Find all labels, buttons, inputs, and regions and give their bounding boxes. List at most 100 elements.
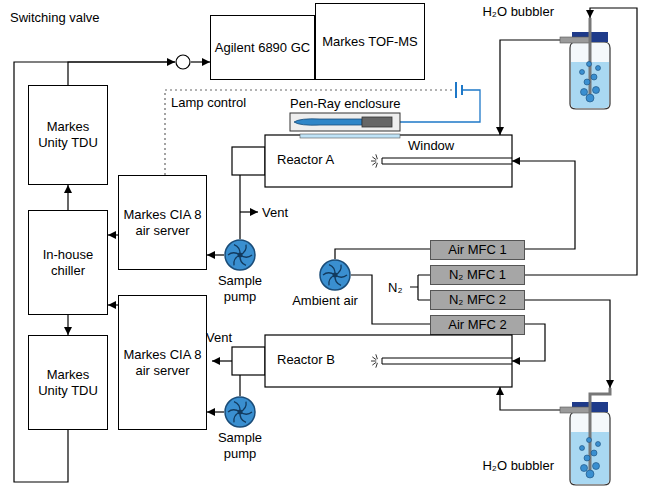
pump-symbol: Sample pump [224,396,256,428]
gas-line [335,249,430,259]
box-label: N₂ MFC 1 [449,267,506,283]
box-label: Markes CIA 8 air server [122,347,203,378]
gas-line [351,275,430,324]
box-label: Markes Unity TDU [32,367,104,398]
nozzle-spray [372,362,376,365]
vent-label: Vent [206,330,232,346]
shape-label: H₂O bubbler [454,458,554,474]
box-label: Markes Unity TDU [32,119,104,150]
lamp-outline [290,113,400,131]
nozzle-spray [376,354,378,359]
water-bubbler: H₂O bubbler [560,388,620,486]
bubble [587,438,592,443]
gas-line [67,185,68,210]
nozzle-spray [372,157,376,160]
pump-hub [333,273,338,278]
gas-line [525,300,610,388]
reactor-body [265,135,512,187]
instrument-box: Agilent 6890 GC [210,15,315,80]
reactor-window [300,134,400,138]
bubble [596,66,601,71]
box-label: Markes TOF-MS [322,34,418,50]
gas-line [500,387,560,410]
flow-controller: N₂ MFC 2 [430,290,525,310]
bubble [584,79,590,85]
lamp-tube [294,119,362,125]
gas-line [67,315,68,335]
nozzle-spray [371,161,376,162]
pump-body [225,240,255,270]
shape-label: Reactor A [277,152,367,168]
outlet-fitting [560,37,590,43]
instrument-box: Markes TOF-MS [315,3,425,80]
bubble [581,465,588,472]
pump-body [225,397,255,427]
pump-hub [238,253,243,258]
inner-tube [382,358,512,364]
pump-hub [238,410,243,415]
nozzle-spray [376,154,378,159]
box-label: N₂ MFC 2 [449,292,506,308]
bubble [580,70,585,75]
reactor-cap [232,147,265,175]
bubble [587,62,592,67]
power-symbol [455,82,457,98]
reactor-outline [232,135,512,187]
outlet-stub [239,375,240,387]
shape-label: Pen-Ray enclosure [290,96,420,112]
shape-label: Switching valve [10,10,170,26]
gas-line [512,161,575,249]
bubble [596,442,601,447]
vent-arrow [212,360,232,361]
nozzle-spray [371,361,376,362]
shape-label: Reactor B [277,352,367,368]
gas-line [525,8,637,275]
box-label: Markes CIA 8 air server [122,207,203,238]
bubble [580,446,585,451]
instrument-box: Markes Unity TDU [28,335,108,430]
pump-outline [224,396,256,428]
gas-line [239,387,240,396]
shape-label: Sample pump [212,430,268,461]
reactor-tube: Reactor A [232,135,512,187]
flow-controller: N₂ MFC 1 [430,265,525,285]
gas-line [108,304,118,305]
valve-outline [175,54,191,70]
shape-label: Sample pump [212,273,268,304]
water [571,432,609,484]
signal-label: Lamp control [171,95,246,111]
reactor-body [265,335,512,387]
flow-controller: Air MFC 2 [430,315,525,335]
inlet-tube [590,388,610,470]
lamp-enclosure: Pen-Ray enclosure [290,113,400,131]
water-bubbler: H₂O bubbler [560,18,620,110]
switching-valve: Switching valve [175,54,191,70]
instrument-box: Markes CIA 8 air server [118,295,207,430]
vent-label: Vent [262,205,288,221]
bubble [584,455,590,461]
instrument-box: Markes Unity TDU [28,85,108,185]
box-label: Air MFC 1 [448,242,507,258]
gas-line [500,40,560,135]
instrument-box: In-house chiller [28,210,108,315]
pump-outline [319,259,351,291]
shape-label: Ambient air [283,293,367,309]
nozzle-spray [372,162,376,165]
pump-outline [224,239,256,271]
bubbler-outline [560,388,620,486]
n2-manifold [410,275,430,300]
enclosure [290,113,400,131]
shape-label: H₂O bubbler [454,4,554,20]
inner-tube [382,158,512,164]
box-label: Air MFC 2 [448,317,507,333]
gas-line [191,61,210,62]
bubble [593,463,600,470]
outlet-stub [239,175,240,187]
bubble [593,87,600,94]
lamp-wire [400,90,480,122]
bubbler-outline [560,18,620,110]
flow-controller: Air MFC 1 [430,240,525,260]
bubble [591,74,597,80]
